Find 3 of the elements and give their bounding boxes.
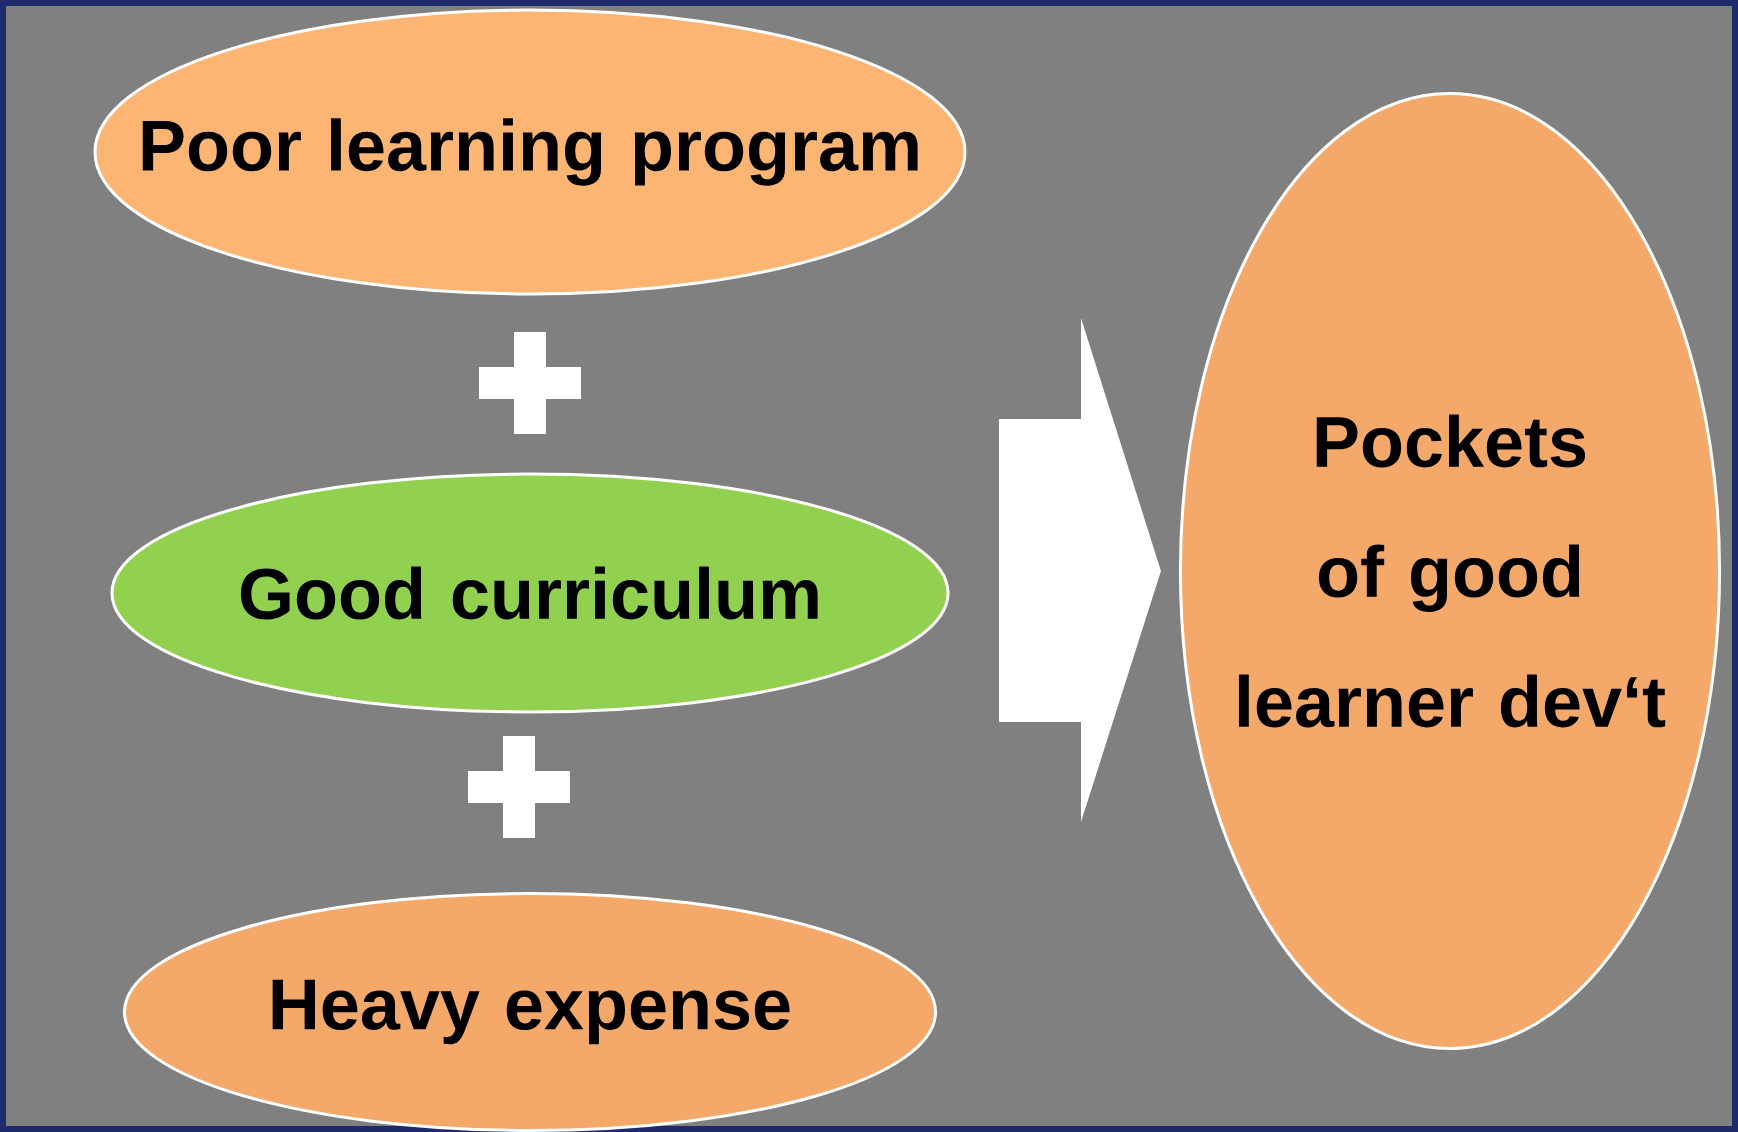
plus-sign [468, 736, 570, 838]
block-arrow [999, 318, 1161, 822]
plus-sign [479, 332, 581, 434]
